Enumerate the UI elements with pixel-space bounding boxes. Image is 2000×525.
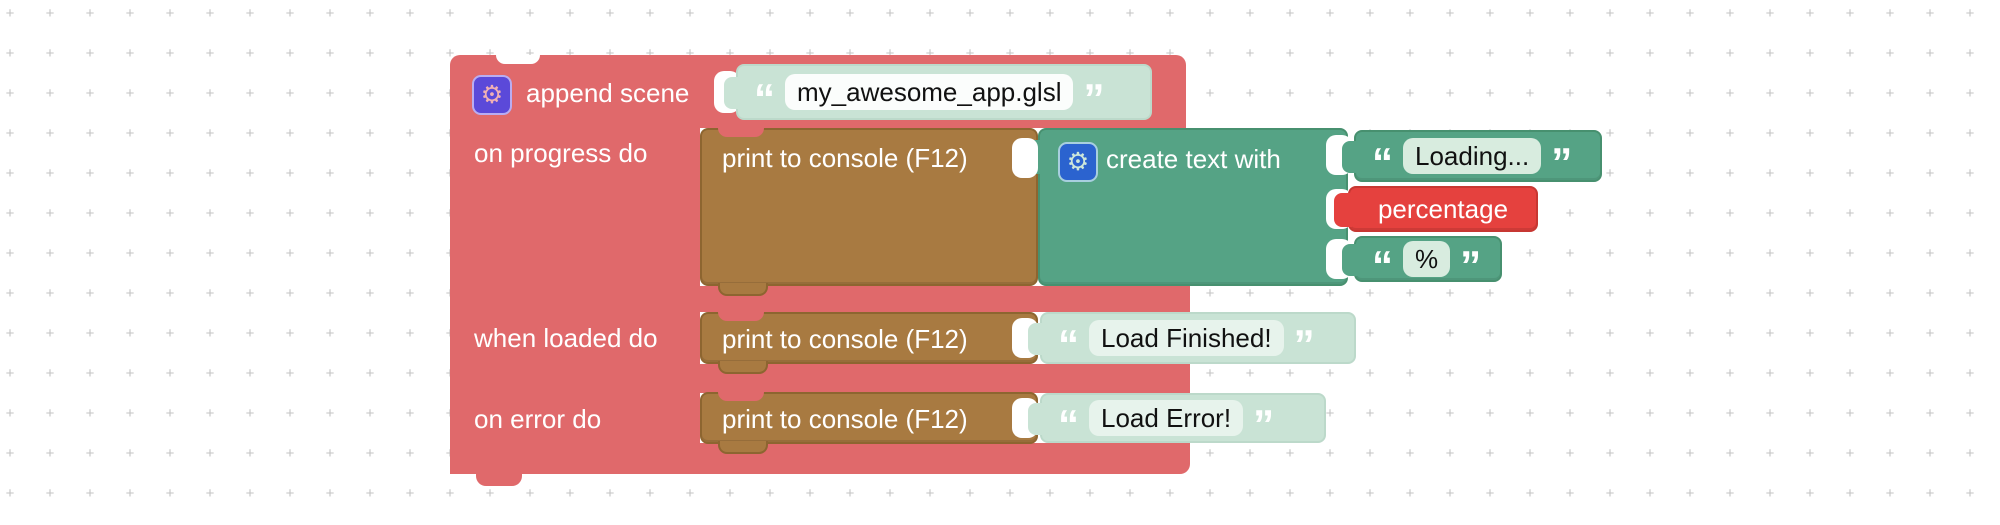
close-quote-icon: ” bbox=[1083, 75, 1105, 122]
append-scene-label: append scene bbox=[526, 78, 690, 108]
load-finished-string-block[interactable]: “ Load Finished! ” bbox=[1028, 312, 1356, 368]
open-quote-icon: “ bbox=[754, 75, 775, 122]
output-tab bbox=[1342, 244, 1358, 276]
print-console-block-progress[interactable]: print to console (F12) bbox=[700, 128, 1038, 296]
next-connection-bump bbox=[718, 361, 768, 374]
print-console-block-loaded[interactable]: print to console (F12) bbox=[700, 312, 1038, 374]
next-connection-bump bbox=[718, 283, 768, 296]
output-tab bbox=[1028, 403, 1044, 435]
next-connection-bump bbox=[718, 441, 768, 454]
load-finished-text-field[interactable]: Load Finished! bbox=[1089, 320, 1284, 356]
percentage-label: percentage bbox=[1377, 194, 1509, 224]
create-text-block[interactable]: ⚙ create text with bbox=[1026, 128, 1348, 286]
output-tab bbox=[724, 77, 740, 109]
close-quote-icon: ” bbox=[1551, 139, 1573, 186]
load-error-text-field[interactable]: Load Error! bbox=[1089, 400, 1244, 436]
load-error-string-block[interactable]: “ Load Error! ” bbox=[1028, 393, 1326, 448]
print-console-label: print to console (F12) bbox=[722, 324, 968, 354]
mutator-gear-icon[interactable]: ⚙ bbox=[472, 75, 512, 115]
input-socket bbox=[1012, 138, 1038, 178]
print-console-label: print to console (F12) bbox=[722, 143, 968, 173]
close-quote-icon: ” bbox=[1460, 242, 1482, 289]
block-segment-separator bbox=[450, 286, 1190, 312]
block-segment-separator bbox=[450, 364, 1190, 393]
percent-string-block[interactable]: “ % ” bbox=[1342, 236, 1502, 289]
output-tab bbox=[1028, 323, 1044, 355]
block-segment-bottom-row bbox=[450, 443, 1190, 474]
open-quote-icon: “ bbox=[1058, 401, 1079, 448]
statement-notch bbox=[718, 128, 764, 137]
percentage-variable-block[interactable]: percentage bbox=[1334, 186, 1538, 232]
open-quote-icon: “ bbox=[1058, 321, 1079, 368]
output-tab bbox=[1342, 141, 1358, 173]
when-loaded-label: when loaded do bbox=[474, 323, 658, 353]
output-tab bbox=[1334, 193, 1352, 227]
loading-string-block[interactable]: “ Loading... ” bbox=[1342, 130, 1602, 186]
percent-text-field[interactable]: % bbox=[1403, 241, 1451, 277]
on-error-label: on error do bbox=[474, 404, 602, 434]
open-quote-icon: “ bbox=[1372, 139, 1393, 186]
gear-icon: ⚙ bbox=[480, 80, 504, 109]
previous-connection-notch bbox=[496, 55, 540, 64]
filename-text-field[interactable]: my_awesome_app.glsl bbox=[785, 74, 1074, 110]
statement-notch bbox=[718, 392, 764, 401]
create-text-label: create text with bbox=[1106, 144, 1281, 174]
close-quote-icon: ” bbox=[1293, 321, 1315, 368]
loading-text-field[interactable]: Loading... bbox=[1403, 138, 1542, 174]
close-quote-icon: ” bbox=[1253, 401, 1275, 448]
print-console-block-error[interactable]: print to console (F12) bbox=[700, 392, 1038, 454]
on-progress-label: on progress do bbox=[474, 138, 648, 168]
filename-string-block[interactable]: “ my_awesome_app.glsl ” bbox=[724, 64, 1152, 122]
gear-icon: ⚙ bbox=[1066, 147, 1090, 176]
next-connection-tab bbox=[476, 473, 522, 486]
statement-notch bbox=[718, 312, 764, 321]
print-console-label: print to console (F12) bbox=[722, 404, 968, 434]
open-quote-icon: “ bbox=[1372, 242, 1393, 289]
mutator-gear-icon[interactable]: ⚙ bbox=[1058, 142, 1098, 182]
